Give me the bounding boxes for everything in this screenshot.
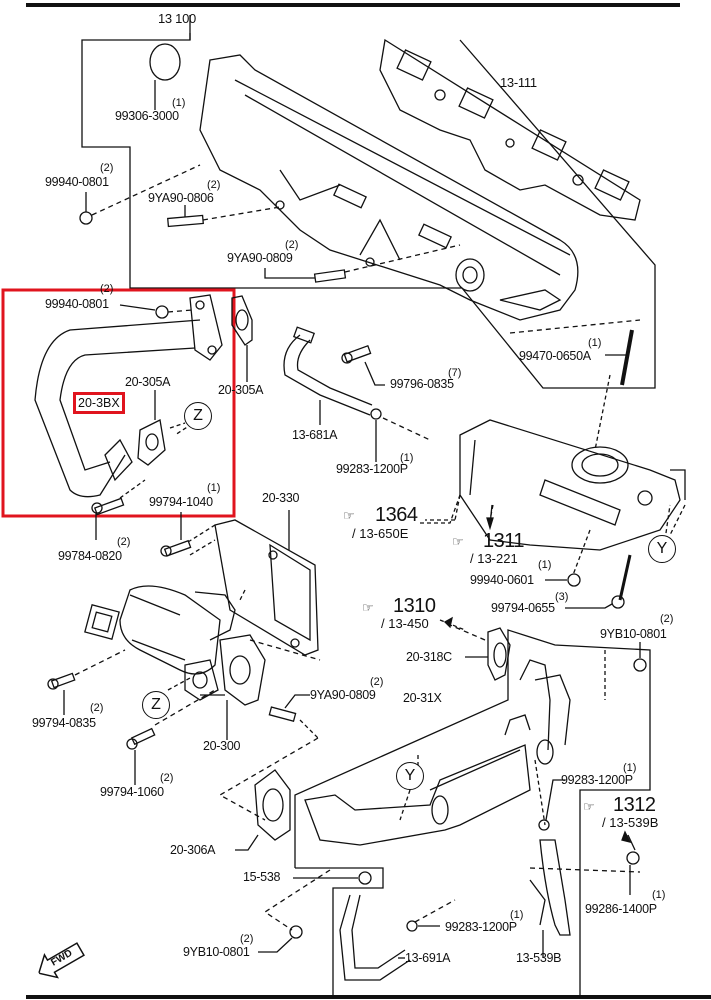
part-99470-0650a[interactable]: 99470-0650A	[519, 349, 591, 363]
manifold-gasket	[379, 38, 641, 221]
qty-9yb10-0801-right: (2)	[660, 613, 674, 625]
part-9ya90-0809-lower[interactable]: 9YA90-0809	[310, 688, 376, 702]
pointing-hand-icon: ☞	[583, 799, 595, 814]
gasket-20-306a	[254, 769, 291, 841]
highlight-region	[1, 288, 236, 518]
ref-1311[interactable]: 1311	[483, 530, 525, 552]
part-9yb10-0801-lower[interactable]: 9YB10-0801	[183, 945, 250, 959]
part-99794-0655[interactable]: 99794-0655	[491, 601, 555, 615]
qty-9ya90-0809-lower: (2)	[370, 676, 384, 688]
qty-99283-a: (1)	[400, 452, 414, 464]
qty-9yb10-0801-lower: (2)	[240, 933, 254, 945]
part-99794-1060[interactable]: 99794-1060	[100, 785, 164, 799]
part-15-538[interactable]: 15-538	[243, 870, 281, 884]
part-99784-0820[interactable]: 99784-0820	[58, 549, 122, 563]
part-99940-0601[interactable]: 99940-0601	[470, 573, 534, 587]
part-99306-3000[interactable]: 99306-3000	[115, 109, 179, 123]
part-20-3bx-highlighted[interactable]: 20-3BX	[73, 392, 125, 414]
part-13-539b[interactable]: 13-539B	[516, 951, 562, 965]
ref-1364-sub: / 13-650E	[352, 526, 409, 541]
part-20-31x[interactable]: 20-31X	[403, 691, 442, 705]
part-99794-0835[interactable]: 99794-0835	[32, 716, 96, 730]
ref-1310[interactable]: 1310	[393, 595, 436, 617]
part-9ya90-0806[interactable]: 9YA90-0806	[148, 191, 214, 205]
qty-9ya90-0806: (2)	[207, 179, 221, 191]
pipe-13-681a	[283, 326, 373, 416]
part-99283-1200p-c[interactable]: 99283-1200P	[445, 920, 517, 934]
part-20-305a-inner[interactable]: 20-305A	[125, 375, 171, 389]
egr-valve-plate	[214, 519, 319, 656]
qty-99283-c: (1)	[510, 909, 524, 921]
qty-99794-0655: (3)	[555, 591, 569, 603]
qty-99796: (7)	[448, 367, 462, 379]
marker-y-top: Y	[648, 535, 676, 563]
part-9ya90-0809-top[interactable]: 9YA90-0809	[227, 251, 293, 265]
part-99796-0835[interactable]: 99796-0835	[390, 377, 454, 391]
exhaust-manifold	[199, 54, 579, 321]
part-20-318c[interactable]: 20-318C	[406, 650, 452, 664]
assembly-outline	[81, 15, 656, 389]
part-99940-0801-top[interactable]: 99940-0801	[45, 175, 109, 189]
marker-y-lower: Y	[396, 762, 424, 790]
qty-99940-0601: (1)	[538, 559, 552, 571]
egr-pipe	[34, 294, 223, 498]
part-99286-1400p[interactable]: 99286-1400P	[585, 902, 657, 916]
egr-cooler-pipe	[304, 659, 571, 846]
qty-99306: (1)	[172, 97, 186, 109]
part-99283-1200p-a[interactable]: 99283-1200P	[336, 462, 408, 476]
assembly-number: 13 100	[158, 11, 196, 26]
ref-1364[interactable]: 1364	[375, 504, 418, 526]
part-99794-1040[interactable]: 99794-1040	[149, 495, 213, 509]
qty-99794-1060: (2)	[160, 772, 174, 784]
ref-1312[interactable]: 1312	[613, 794, 656, 816]
qty-99940-0801-box: (2)	[100, 283, 114, 295]
qty-9ya90-0809-top: (2)	[285, 239, 299, 251]
ref-1311-sub: / 13-221	[470, 551, 518, 566]
ref-1312-sub: / 13-539B	[602, 815, 659, 830]
pointing-hand-icon: ☞	[343, 508, 355, 523]
fwd-arrow-icon: FWD	[31, 935, 94, 995]
cooler-group-outline	[294, 629, 651, 998]
part-99283-1200p-b[interactable]: 99283-1200P	[561, 773, 633, 787]
part-9yb10-0801-right[interactable]: 9YB10-0801	[600, 627, 667, 641]
qty-99794-0835: (2)	[90, 702, 104, 714]
part-20-300[interactable]: 20-300	[203, 739, 241, 753]
qty-99784: (2)	[117, 536, 131, 548]
part-13-681a[interactable]: 13-681A	[292, 428, 338, 442]
ref-1310-sub: / 13-450	[381, 616, 429, 631]
part-99940-0801-box[interactable]: 99940-0801	[45, 297, 109, 311]
part-20-306a[interactable]: 20-306A	[170, 843, 216, 857]
gasket-inner	[137, 419, 166, 466]
qty-99794-1040: (1)	[207, 482, 221, 494]
marker-z-top: Z	[184, 402, 212, 430]
qty-99940-0801-top: (2)	[100, 162, 114, 174]
part-13-111[interactable]: 13-111	[500, 75, 537, 90]
pointing-hand-icon: ☞	[452, 534, 464, 549]
blanking-cap	[149, 43, 181, 81]
qty-99283-b: (1)	[623, 762, 637, 774]
egr-valve	[84, 585, 266, 706]
marker-z-lower: Z	[142, 691, 170, 719]
egr-cooler-body	[459, 419, 686, 551]
qty-99470: (1)	[588, 337, 602, 349]
qty-99286: (1)	[652, 889, 666, 901]
part-20-330[interactable]: 20-330	[262, 491, 300, 505]
pointing-hand-icon: ☞	[362, 600, 374, 615]
gasket-outer	[231, 295, 253, 346]
hose-13-691a	[339, 894, 411, 981]
hose-13-539b	[539, 839, 571, 936]
part-20-305a-outer[interactable]: 20-305A	[218, 383, 264, 397]
part-13-691a[interactable]: 13-691A	[405, 951, 451, 965]
nut-icon	[79, 211, 93, 225]
